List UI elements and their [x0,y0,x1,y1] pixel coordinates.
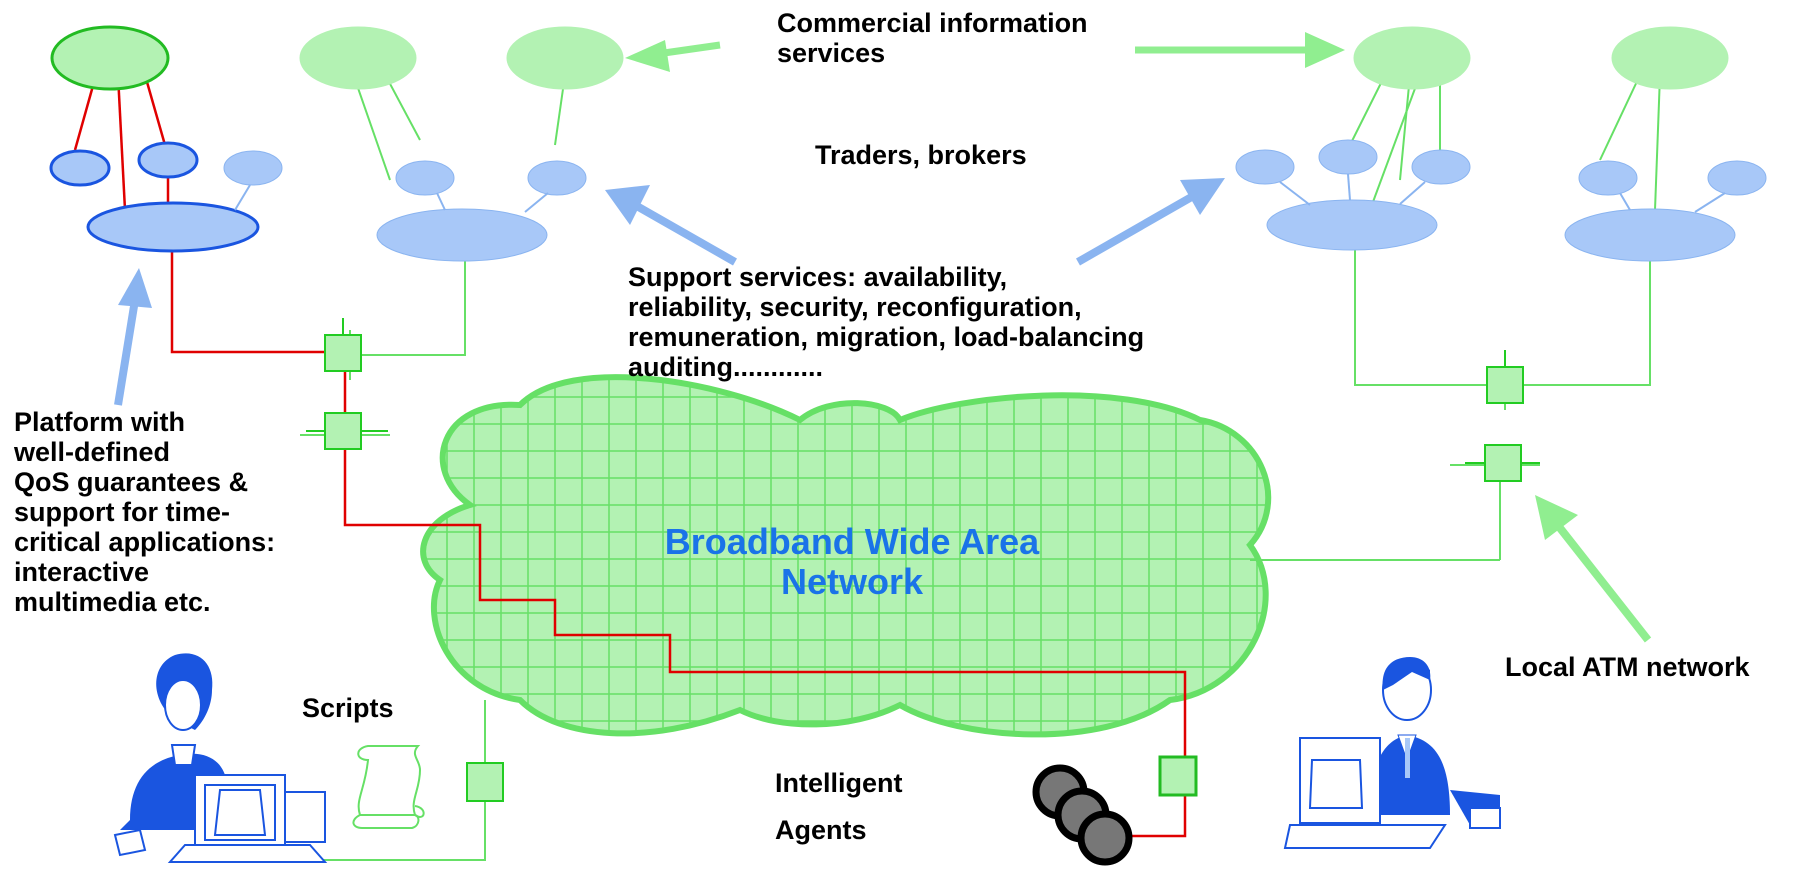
support-services-label: Support services: availability, reliabil… [628,262,1145,382]
scripts-label: Scripts [302,693,394,723]
agents-label: Agents [775,815,867,845]
arrows [114,32,1652,643]
platform-description-label: Platform with well-defined QoS guarantee… [14,407,276,617]
switch-boxes [324,334,1524,802]
switch-box-icon [1486,366,1524,404]
person-at-computer-icon [113,653,328,863]
commercial-services-label: Commercial information services [777,8,1088,68]
switch-box-icon [324,412,362,450]
service-nodes [49,25,1767,262]
agent-disc-icon [1032,764,1133,866]
local-atm-label: Local ATM network [1505,652,1750,682]
switch-box-icon [466,762,504,802]
person-at-computer-icon [1283,657,1501,849]
switch-box-icon [1484,444,1522,482]
traders-brokers-label: Traders, brokers [815,140,1027,170]
wan-cloud [420,374,1272,738]
server-node-highlight [50,25,170,91]
intelligent-label: Intelligent [775,768,903,798]
switch-box-icon [1158,755,1198,797]
scroll-script-icon [352,745,425,829]
switch-box-icon [324,334,362,372]
network-title: Broadband Wide Area Network [664,521,1040,602]
